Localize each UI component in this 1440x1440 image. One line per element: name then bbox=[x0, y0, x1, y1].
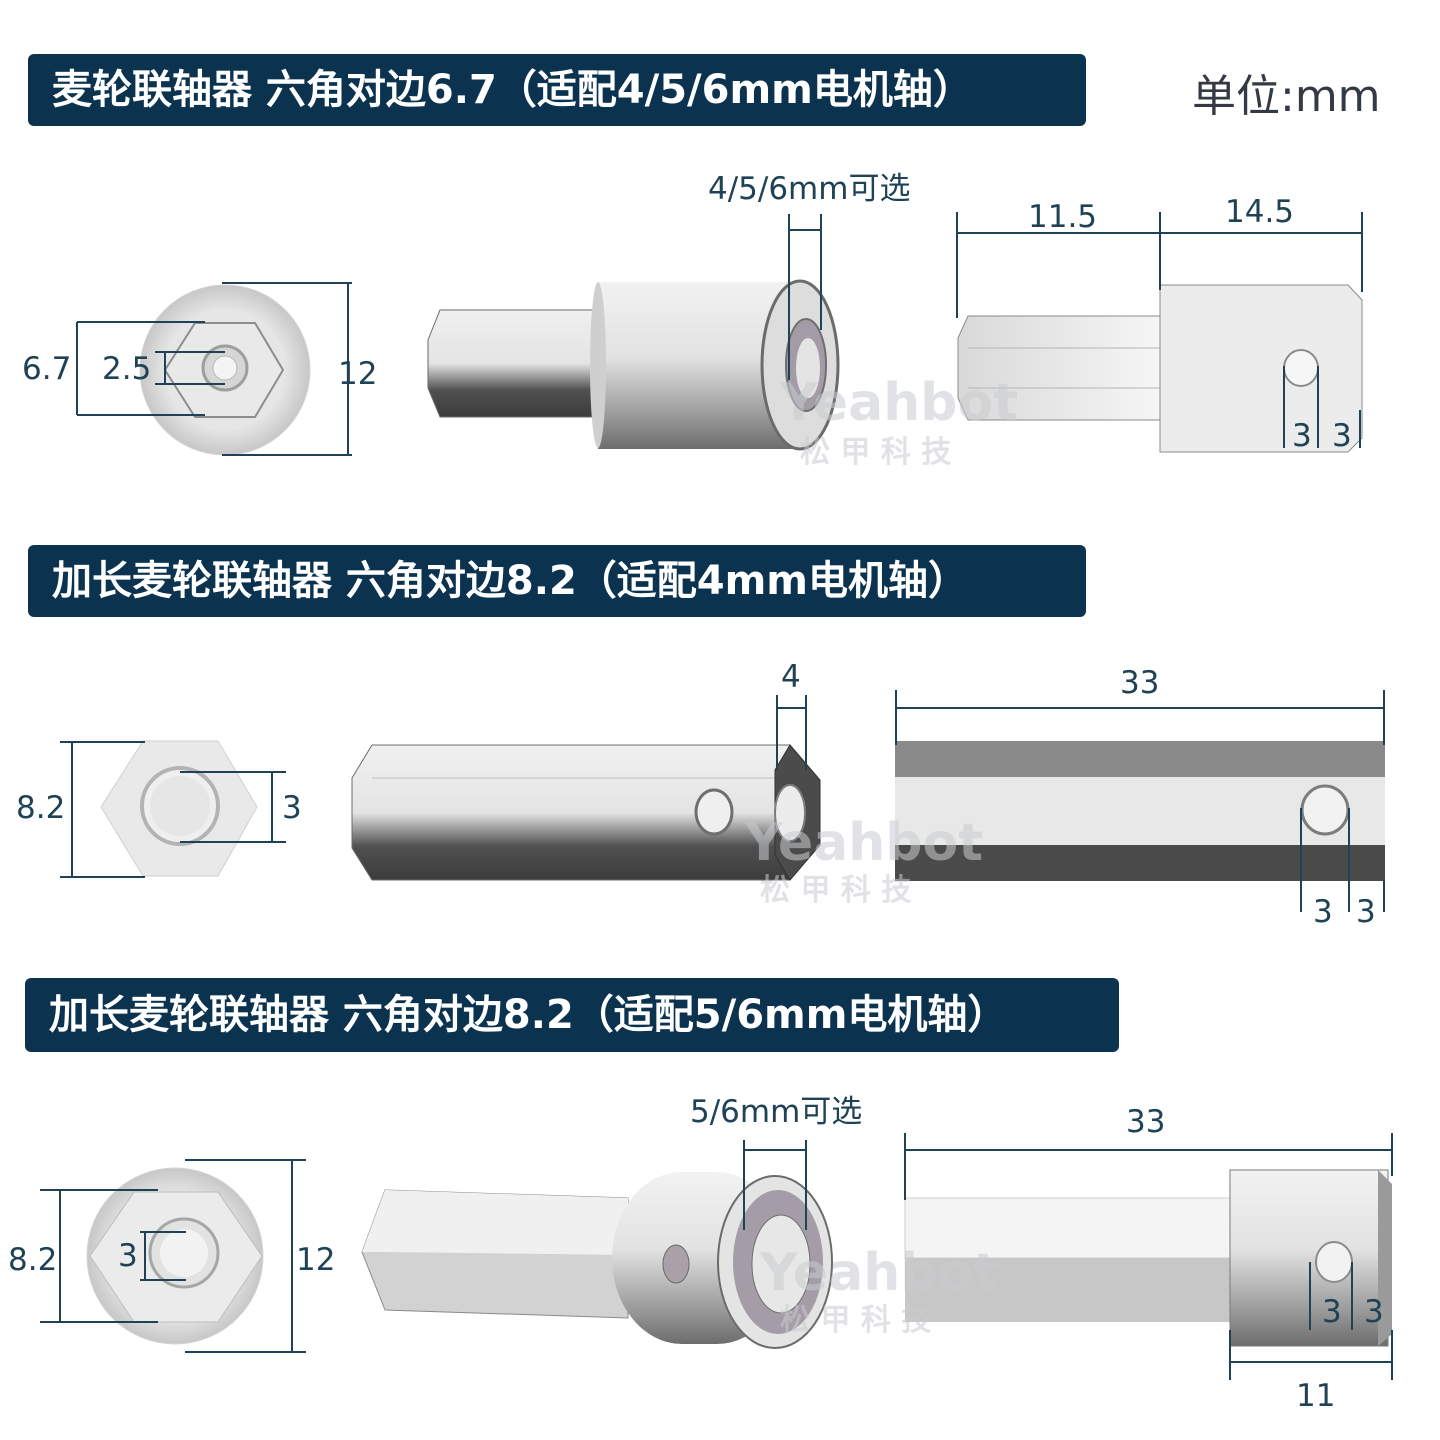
s1-shaft-length: 11.5 bbox=[1028, 199, 1097, 235]
s1-3d-view bbox=[427, 279, 840, 451]
s2-hex-across-label: 8.2 bbox=[16, 790, 65, 826]
s2-side-view bbox=[895, 741, 1385, 881]
s3-hole-b: 3 bbox=[1364, 1294, 1384, 1330]
s2-end-dimensions: 8.2 3 bbox=[16, 741, 302, 878]
s1-body-length: 14.5 bbox=[1225, 194, 1294, 230]
svg-text:Yeahbot: Yeahbot bbox=[759, 1243, 998, 1303]
s1-side-dimensions: 11.5 14.5 3 3 bbox=[956, 194, 1363, 454]
section-2-title: 加长麦轮联轴器 六角对边8.2（适配4mm电机轴） bbox=[28, 545, 1086, 617]
s1-outer-dia-label: 12 bbox=[338, 356, 377, 392]
svg-text:松 甲 科 技: 松 甲 科 技 bbox=[780, 1303, 931, 1338]
svg-text:Yeahbot: Yeahbot bbox=[779, 373, 1018, 433]
s3-watermark: Yeahbot 松 甲 科 技 bbox=[759, 1243, 998, 1338]
section-3-title: 加长麦轮联轴器 六角对边8.2（适配5/6mm电机轴） bbox=[25, 978, 1119, 1052]
s2-bore-dimension: 4 bbox=[776, 659, 807, 770]
section-1-title: 麦轮联轴器 六角对边6.7（适配4/5/6mm电机轴） bbox=[28, 54, 1086, 126]
s1-side-view bbox=[957, 284, 1363, 453]
s3-end-view bbox=[86, 1167, 264, 1345]
s3-bore-note: 5/6mm可选 bbox=[690, 1094, 862, 1130]
s3-hex-across-label: 8.2 bbox=[8, 1242, 57, 1278]
s2-side-dimensions: 33 3 3 bbox=[895, 665, 1385, 930]
svg-text:松 甲 科 技: 松 甲 科 技 bbox=[800, 435, 951, 470]
s2-hole-a: 3 bbox=[1313, 894, 1333, 930]
s2-end-view bbox=[100, 740, 258, 877]
s3-inner-hex-label: 3 bbox=[118, 1238, 138, 1274]
s2-3d-view bbox=[351, 744, 821, 881]
unit-label: 单位:mm bbox=[1192, 71, 1381, 122]
s2-hole-b: 3 bbox=[1356, 894, 1376, 930]
s3-side-view bbox=[904, 1169, 1392, 1347]
s3-length-label: 33 bbox=[1126, 1104, 1165, 1140]
s2-watermark: Yeahbot 松 甲 科 技 bbox=[744, 813, 983, 908]
s1-bore-dimension: 4/5/6mm可选 bbox=[708, 171, 910, 380]
s2-bore-label: 3 bbox=[282, 790, 302, 826]
s3-bore-dimension: 5/6mm可选 bbox=[690, 1094, 862, 1230]
s1-end-dimensions: 6.7 2.5 12 bbox=[22, 282, 377, 456]
s1-watermark: Yeahbot 松 甲 科 技 bbox=[779, 373, 1018, 470]
s3-end-dimensions: 8.2 3 12 bbox=[8, 1159, 335, 1353]
svg-text:松 甲 科 技: 松 甲 科 技 bbox=[760, 873, 911, 908]
s1-inner-hex-label: 2.5 bbox=[102, 351, 151, 387]
svg-text:Yeahbot: Yeahbot bbox=[744, 813, 983, 873]
s1-hex-across-label: 6.7 bbox=[22, 351, 71, 387]
s1-end-view bbox=[139, 284, 311, 456]
s3-body-length: 11 bbox=[1296, 1378, 1335, 1414]
s1-bore-note: 4/5/6mm可选 bbox=[708, 171, 910, 207]
s1-hole-a: 3 bbox=[1292, 418, 1312, 454]
s1-hole-b: 3 bbox=[1332, 418, 1352, 454]
s3-hole-a: 3 bbox=[1322, 1294, 1342, 1330]
s3-side-dimensions: 33 3 3 11 bbox=[904, 1104, 1393, 1414]
s2-bore-note: 4 bbox=[781, 659, 801, 695]
s2-length-label: 33 bbox=[1120, 665, 1159, 701]
s3-outer-dia-label: 12 bbox=[296, 1242, 335, 1278]
